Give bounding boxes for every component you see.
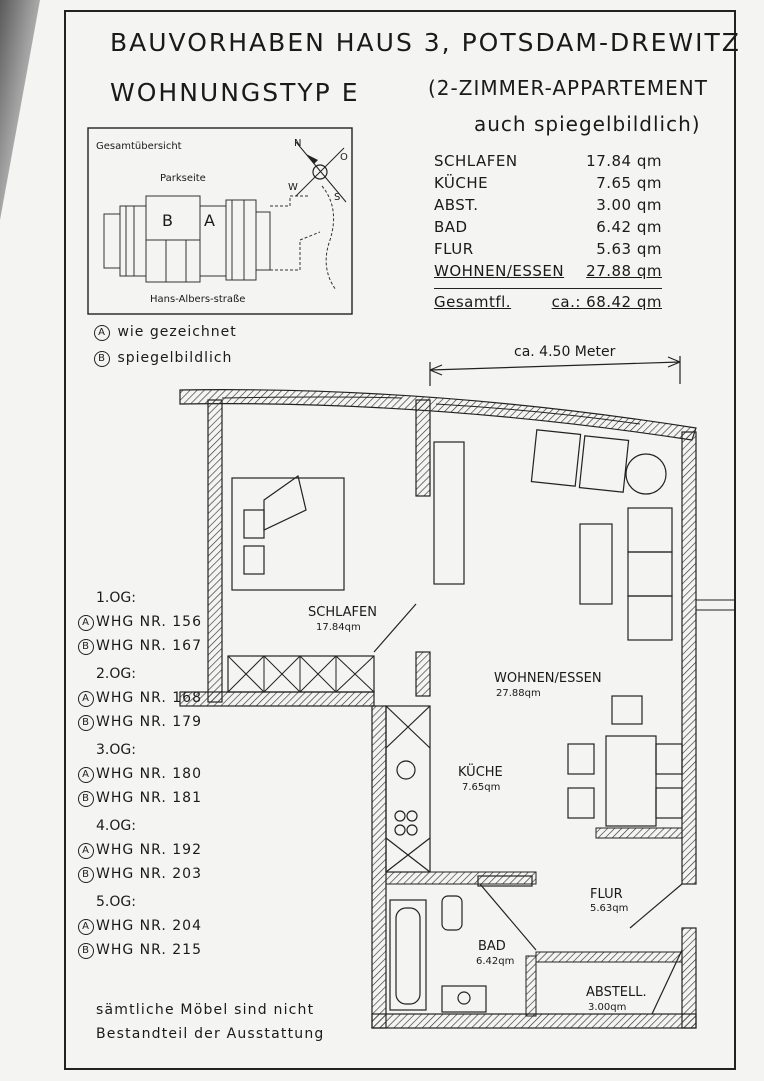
legend-b: B spiegelbildlich: [94, 350, 232, 367]
area-room: ABST.: [434, 196, 479, 214]
floor-label: 3.OG:: [96, 742, 136, 758]
site-unit-a: A: [204, 211, 215, 230]
room-abstell: ABSTELL.: [586, 985, 647, 1000]
sheet-border: [64, 10, 736, 1070]
site-plan-park-label: Parkseite: [160, 173, 206, 184]
site-plan-title: Gesamtübersicht: [96, 141, 182, 152]
area-room: FLUR: [434, 240, 474, 258]
area-size: 3.00 qm: [596, 196, 662, 214]
svg-text:O: O: [340, 152, 348, 163]
room-flur: FLUR: [590, 887, 623, 902]
legend-mark: B: [94, 351, 110, 367]
bathroom-fixtures: [389, 875, 533, 1013]
site-unit-b: B: [162, 211, 173, 230]
site-plan-street-label: Hans-Albers-straße: [150, 294, 245, 305]
legend-text: wie gezeichnet: [117, 324, 237, 340]
floor-label: 1.OG:: [96, 590, 136, 606]
floor-label: 5.OG:: [96, 894, 136, 910]
area-size: 6.42 qm: [596, 218, 662, 236]
area-row: SCHLAFEN 17.84 qm: [434, 150, 662, 172]
floor-label: 4.OG:: [96, 818, 136, 834]
area-room: SCHLAFEN: [434, 152, 518, 170]
room-kueche: KÜCHE: [458, 763, 503, 780]
svg-text:W: W: [288, 182, 298, 193]
area-row: WOHNEN/ESSEN 27.88 qm: [434, 260, 662, 282]
site-plan: Gesamtübersicht Parkseite Hans-Albers-st…: [87, 127, 353, 315]
legend-text: spiegelbildlich: [117, 350, 233, 366]
room-abstell-area: 3.00qm: [588, 1002, 626, 1013]
room-flur-area: 5.63qm: [590, 903, 628, 914]
legend-mark: A: [94, 325, 110, 341]
floor-plan: [179, 389, 736, 1029]
room-kueche-area: 7.65qm: [462, 782, 500, 793]
apartment-subtitle-2: auch spiegelbildlich): [474, 112, 701, 136]
total-size: ca.: 68.42 qm: [551, 293, 662, 311]
room-wohnen-area: 27.88qm: [496, 688, 541, 699]
kitchen-counter: [385, 705, 431, 873]
room-bad: BAD: [478, 939, 506, 954]
living-furniture: [433, 429, 683, 827]
area-row: ABST. 3.00 qm: [434, 194, 662, 216]
area-room: WOHNEN/ESSEN: [434, 262, 565, 280]
area-size: 5.63 qm: [596, 240, 662, 258]
area-row: BAD 6.42 qm: [434, 216, 662, 238]
apartment-type: WOHNUNGSTYP E: [110, 78, 360, 107]
area-size: 7.65 qm: [596, 174, 662, 192]
room-schlafen-area: 17.84qm: [316, 622, 361, 633]
area-size: 27.88 qm: [586, 262, 662, 280]
area-total: Gesamtfl. ca.: 68.42 qm: [434, 288, 662, 313]
furniture-note: sämtliche Möbel sind nicht: [96, 1002, 315, 1018]
compass-icon: N O S W: [288, 138, 348, 203]
total-label: Gesamtfl.: [434, 293, 512, 311]
dimension-line: [429, 356, 681, 386]
svg-text:N: N: [294, 138, 301, 149]
legend-a: A wie gezeichnet: [94, 324, 237, 341]
area-table: SCHLAFEN 17.84 qm KÜCHE 7.65 qm ABST. 3.00 …: [434, 150, 662, 313]
room-wohnen: WOHNEN/ESSEN: [494, 671, 602, 686]
bed-icon: [231, 474, 345, 591]
furniture-note-2: Bestandteil der Ausstattung: [96, 1026, 325, 1042]
area-row: FLUR 5.63 qm: [434, 238, 662, 260]
room-bad-area: 6.42qm: [476, 956, 514, 967]
area-size: 17.84 qm: [586, 152, 662, 170]
floor-label: 2.OG:: [96, 666, 136, 682]
svg-text:S: S: [334, 192, 340, 203]
apartment-subtitle: (2-ZIMMER-APPARTEMENT: [428, 76, 708, 100]
area-row: KÜCHE 7.65 qm: [434, 172, 662, 194]
area-room: KÜCHE: [434, 174, 489, 192]
dimension-label: ca. 4.50 Meter: [514, 344, 616, 360]
project-title: BAUVORHABEN HAUS 3, POTSDAM-DREWITZ: [110, 28, 741, 57]
room-schlafen: SCHLAFEN: [308, 605, 377, 620]
area-room: BAD: [434, 218, 468, 236]
